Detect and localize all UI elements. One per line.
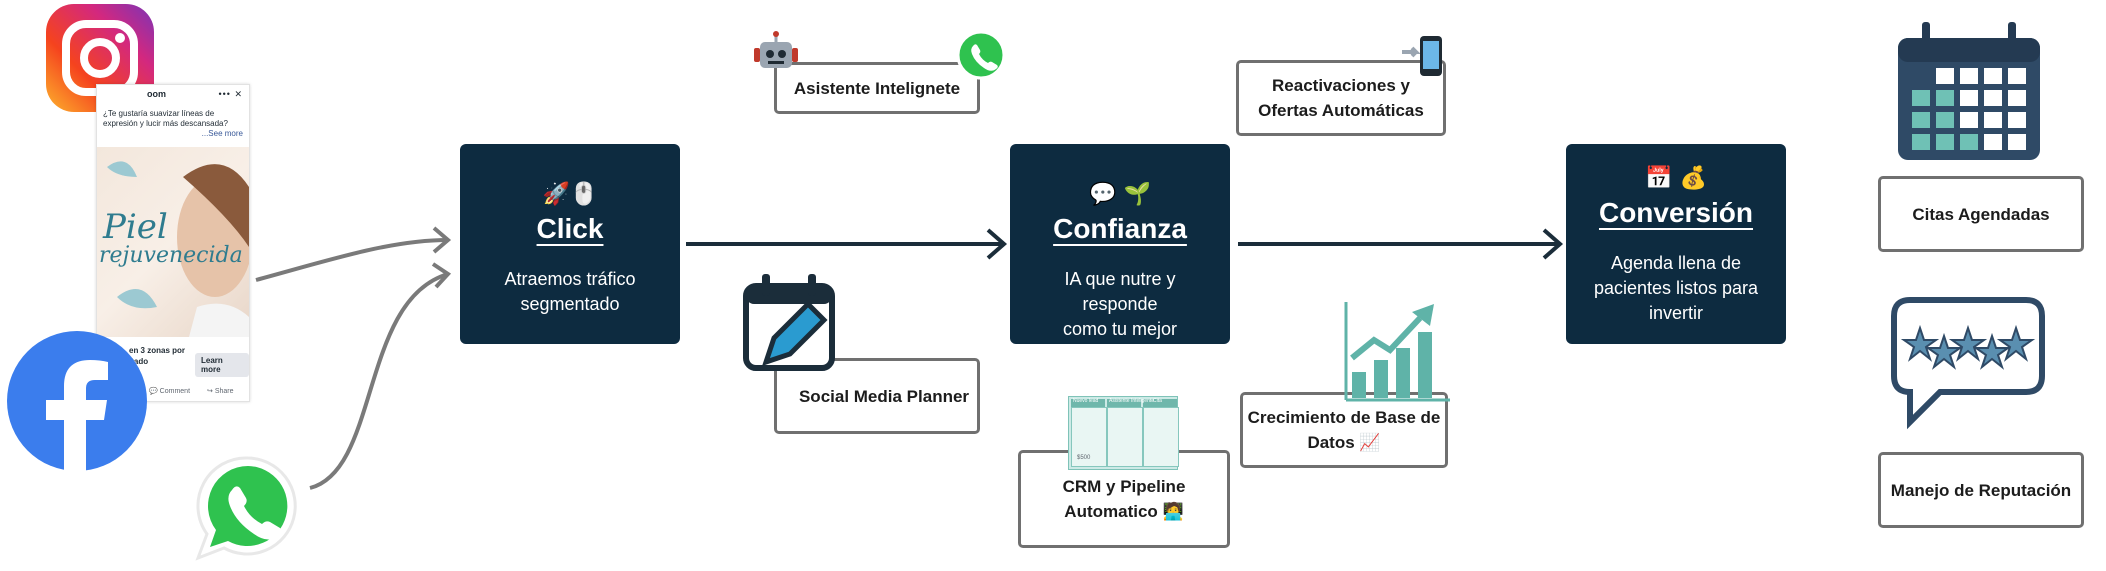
whatsapp-small-icon <box>956 30 1006 80</box>
crm-col3-label: Cita <box>1153 398 1162 404</box>
card-click-title: Click <box>536 213 604 244</box>
growth-chart-icon <box>1340 296 1452 406</box>
ad-see-more[interactable]: ...See more <box>201 129 243 138</box>
crm-col2-label: Asistente Inteligente <box>1109 398 1155 404</box>
calendar-money-icon: 📅 💰 <box>1645 166 1707 191</box>
crm-pipeline-thumbnail: Nuevo lead Asistente Inteligente Cita $5… <box>1068 396 1179 470</box>
comment-button[interactable]: 💬 Comment <box>149 388 191 395</box>
card-confianza-title: Confianza <box>1053 213 1187 244</box>
facebook-icon <box>6 330 148 472</box>
share-button[interactable]: ↪ Share <box>207 388 234 395</box>
box-asistente: Asistente Intelignete <box>774 62 980 114</box>
whatsapp-icon <box>192 452 304 566</box>
facebook-ad-preview: oom ••• ✕ ¿Te gustaría suavizar líneas de… <box>96 84 250 402</box>
ad-question: ¿Te gustaría suavizar líneas de expresió… <box>103 109 228 128</box>
more-dots-icon[interactable]: ••• ✕ <box>218 89 243 99</box>
learn-more-button[interactable]: Learn more <box>195 353 249 377</box>
calendar-pencil-icon <box>740 270 838 374</box>
robot-icon <box>752 30 800 78</box>
phone-icon <box>1400 32 1450 82</box>
calendar-checks-icon <box>1896 18 2042 164</box>
card-conversion-title: Conversión <box>1598 197 1754 228</box>
speech-bubble-stars-icon <box>1890 296 2046 430</box>
box-manejo-reputacion: Manejo de Reputación <box>1878 452 2084 528</box>
crm-amount-label: $500 <box>1077 455 1091 461</box>
ad-page-name: oom <box>147 89 166 99</box>
rocket-mouse-icon: 🚀🖱️ <box>542 182 598 207</box>
box-citas-agendadas: Citas Agendadas <box>1878 176 2084 252</box>
box-social-media-planner: Social Media Planner <box>774 358 980 434</box>
chat-sprout-icon: 💬 🌱 <box>1089 182 1151 207</box>
crm-col1-label: Nuevo lead <box>1073 398 1099 404</box>
